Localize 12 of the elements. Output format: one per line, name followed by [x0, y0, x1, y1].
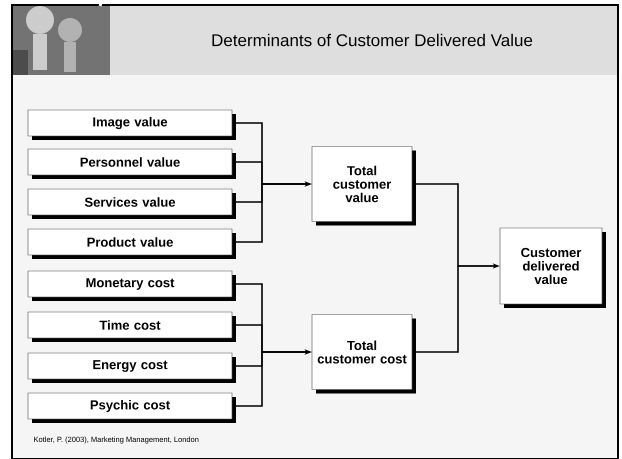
box: Total customer value — [312, 146, 416, 226]
box: Product value — [28, 228, 236, 259]
box: Time cost — [28, 312, 236, 342]
box: Energy cost — [28, 352, 236, 383]
title: Determinants of Customer Delivered Value — [212, 34, 532, 46]
box: Image value — [28, 110, 236, 140]
box: Customer delivered value — [500, 228, 606, 308]
box: Psychic cost — [28, 392, 236, 423]
box: Monetary cost — [28, 270, 236, 301]
box: Services value — [28, 188, 236, 219]
box: Total customer cost — [312, 314, 416, 394]
box: Personnel value — [28, 148, 236, 179]
